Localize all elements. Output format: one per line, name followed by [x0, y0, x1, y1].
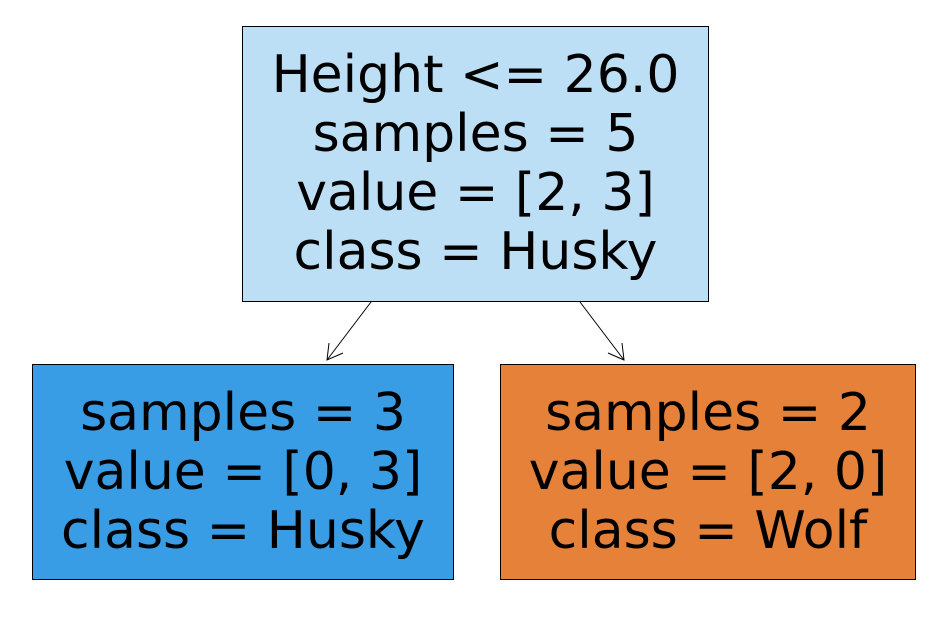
root-split-rule: Height <= 26.0	[271, 45, 680, 105]
right-value: value = [2, 0]	[528, 441, 888, 502]
left-samples: samples = 3	[80, 382, 406, 443]
root-class: class = Husky	[293, 222, 658, 282]
right-samples: samples = 2	[545, 382, 871, 443]
root-value: value = [2, 3]	[296, 163, 655, 223]
right-leaf-node: samples = 2 value = [2, 0] class = Wolf	[500, 364, 916, 580]
left-leaf-node: samples = 3 value = [0, 3] class = Husky	[32, 364, 454, 580]
edge-root-to-right	[579, 301, 625, 361]
root-samples: samples = 5	[312, 104, 639, 164]
right-class: class = Wolf	[548, 500, 868, 561]
left-value: value = [0, 3]	[63, 441, 423, 502]
root-node: Height <= 26.0 samples = 5 value = [2, 3…	[242, 26, 709, 302]
edge-root-to-left	[326, 301, 372, 361]
left-class: class = Husky	[61, 500, 425, 561]
